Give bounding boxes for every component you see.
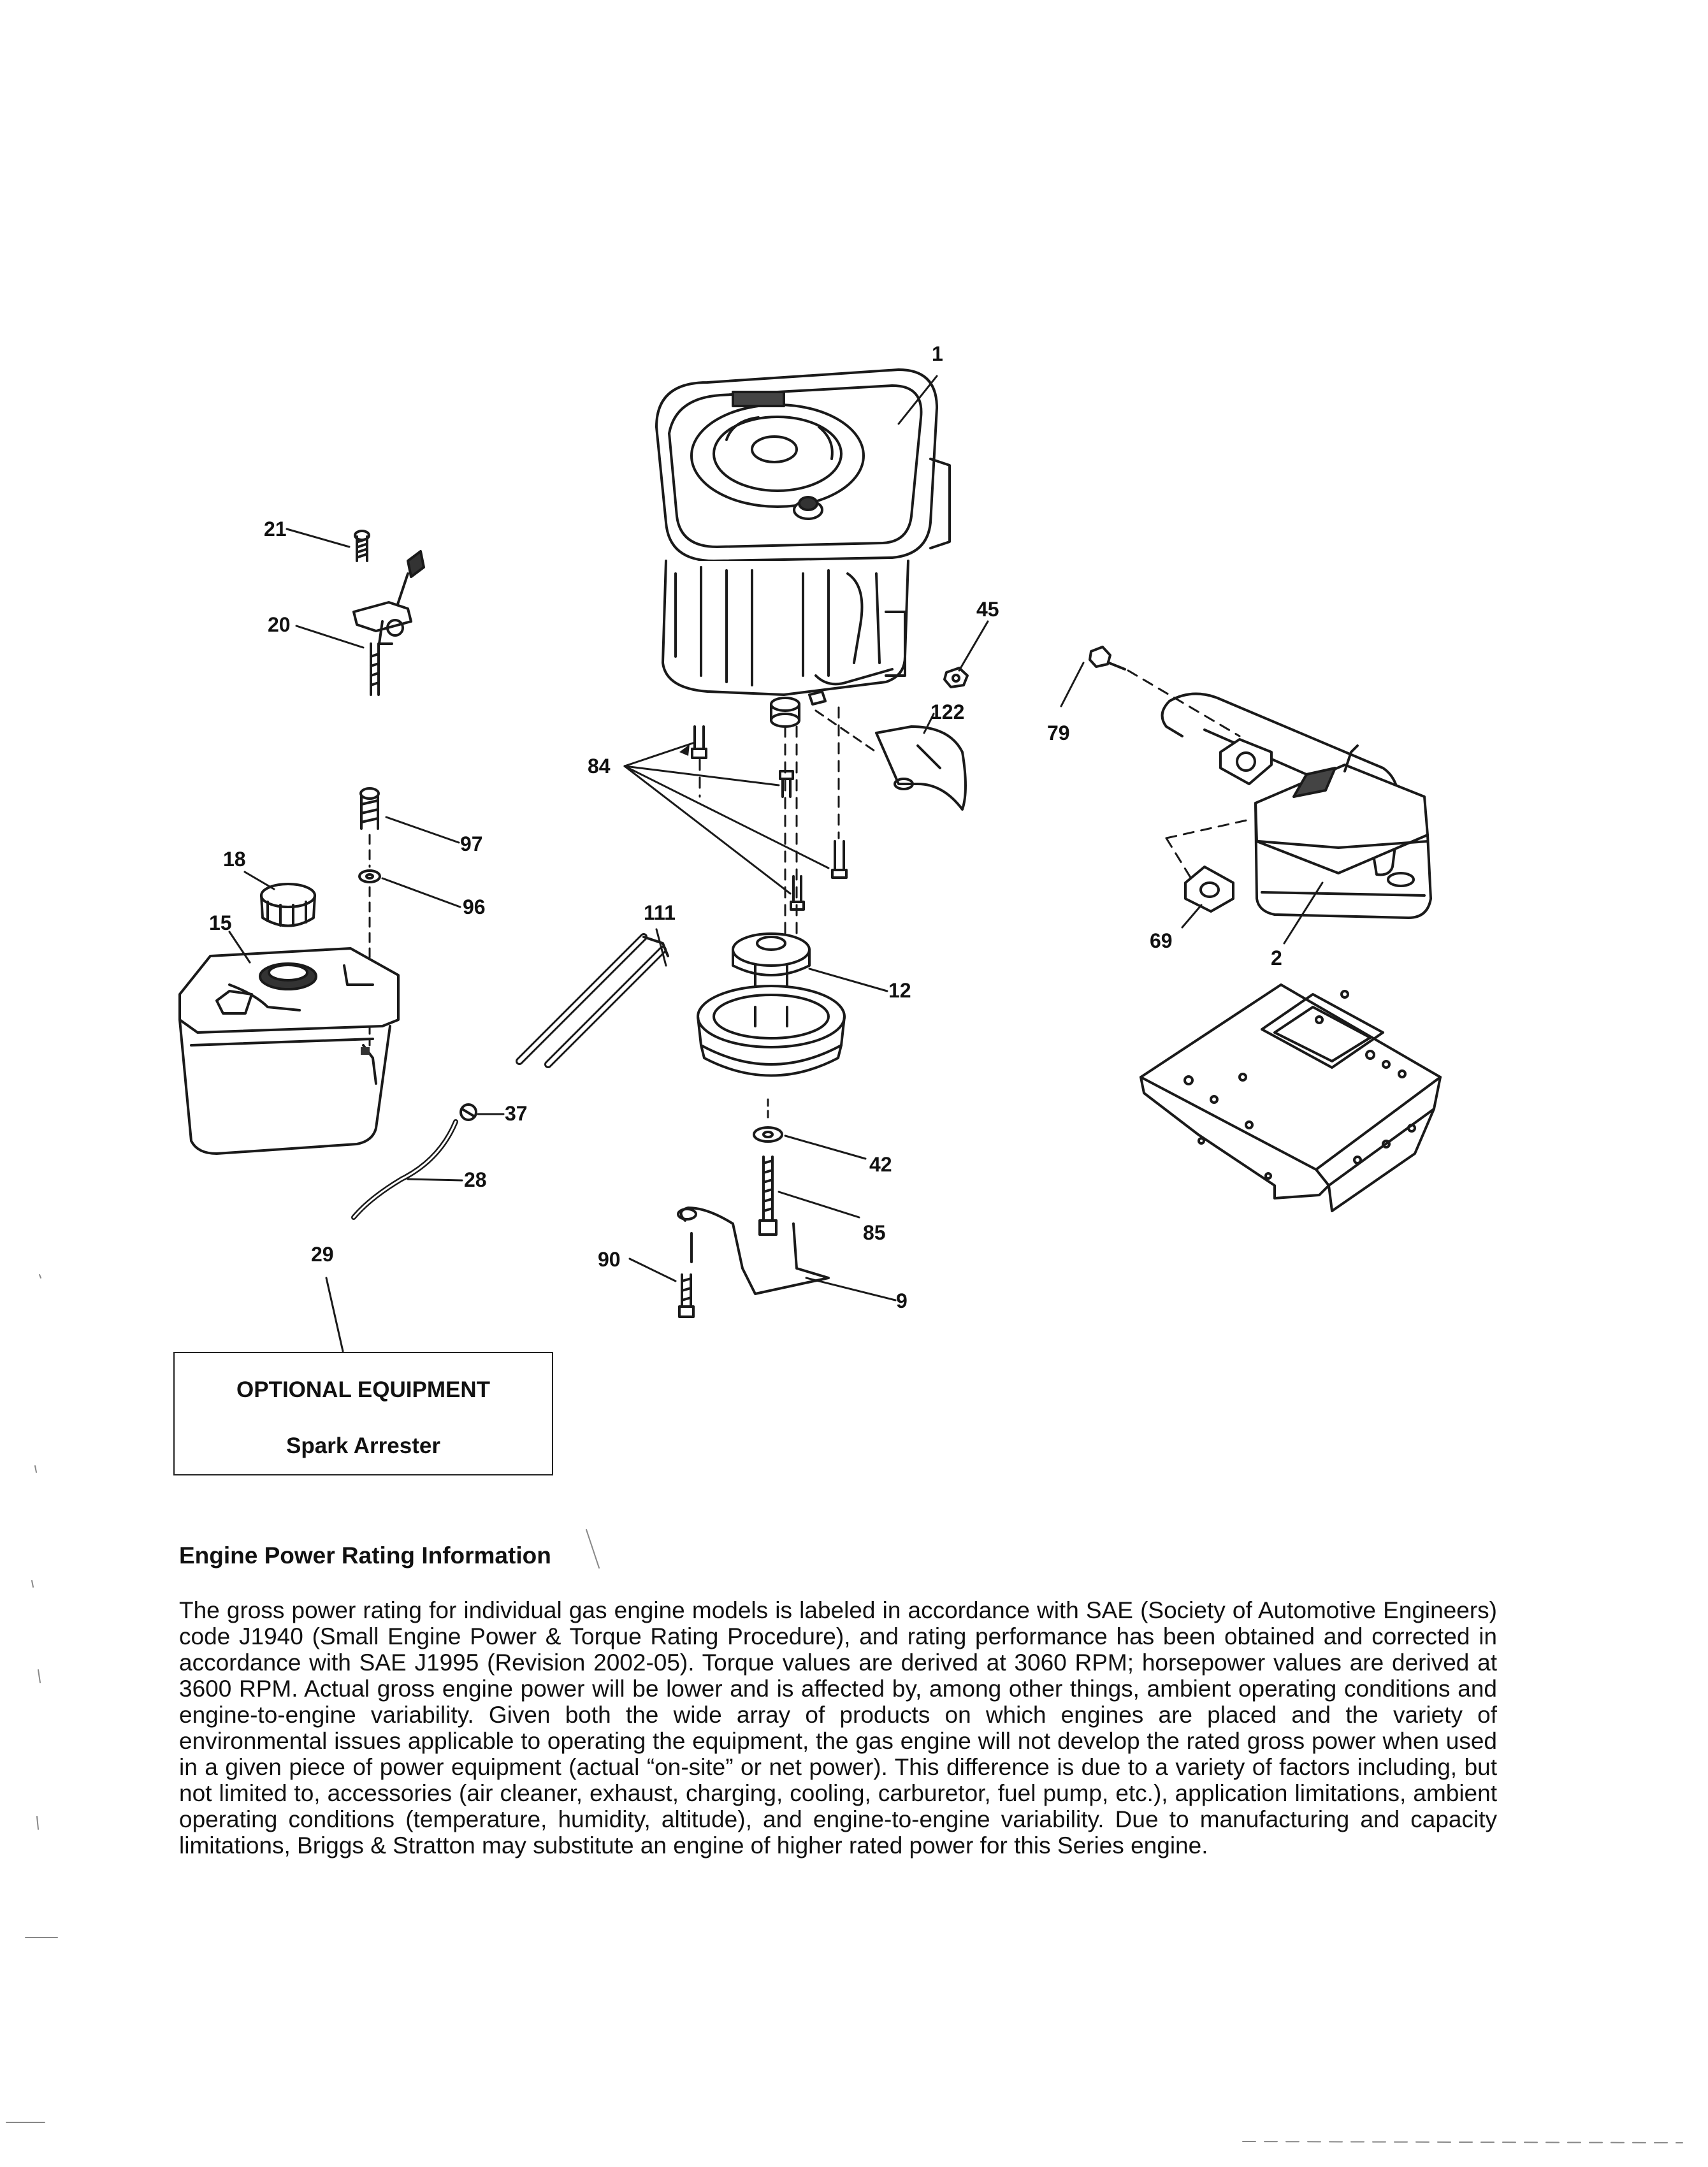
engine-pulley [697, 932, 846, 1077]
part-label-21: 21 [264, 518, 287, 540]
fuel-tank-screw [358, 787, 381, 883]
part-label-28: 28 [464, 1168, 487, 1191]
optional-equipment-box: OPTIONAL EQUIPMENT Spark Arrester [173, 1352, 553, 1475]
part-label-79: 79 [1047, 721, 1070, 744]
part-label-1: 1 [932, 342, 943, 365]
part-label-97: 97 [460, 832, 483, 855]
nut [943, 667, 969, 688]
part-label-20: 20 [268, 613, 291, 636]
engine-bolts [691, 725, 848, 911]
rating-heading: Engine Power Rating Information [179, 1542, 551, 1569]
part-label-9: 9 [896, 1289, 908, 1312]
part-label-85: 85 [863, 1221, 886, 1244]
part-label-15: 15 [209, 911, 232, 934]
part-label-69: 69 [1150, 929, 1173, 952]
fuel-cap [260, 883, 316, 927]
part-label-122: 122 [930, 700, 965, 723]
fuel-line [351, 1103, 477, 1220]
pulley-washer-bolt [753, 1126, 783, 1236]
engine-mount-plate [1140, 983, 1442, 1212]
part-label-84: 84 [588, 755, 611, 778]
part-label-45: 45 [976, 598, 999, 621]
muffler-screw [1089, 646, 1126, 670]
fuel-tank [178, 947, 400, 1155]
part-label-18: 18 [223, 848, 246, 871]
part-label-2: 2 [1271, 946, 1282, 969]
part-label-42: 42 [869, 1153, 892, 1176]
scan-noise [6, 1274, 1683, 2143]
optional-equipment-item: Spark Arrester [286, 1433, 440, 1458]
part-label-90: 90 [598, 1248, 621, 1271]
part-label-96: 96 [463, 895, 486, 918]
part-label-12: 12 [888, 979, 911, 1002]
heat-shield [875, 725, 967, 811]
muffler [1161, 692, 1432, 919]
engine [655, 368, 951, 728]
throttle-control [352, 530, 425, 696]
rating-paragraph: The gross power rating for individual ga… [179, 1597, 1497, 1859]
optional-equipment-title: OPTIONAL EQUIPMENT [236, 1377, 490, 1402]
part-label-37: 37 [505, 1102, 528, 1125]
part-label-111: 111 [644, 901, 676, 924]
belt-guide [516, 933, 669, 1068]
muffler-gasket [1184, 866, 1234, 913]
part-label-29: 29 [311, 1243, 334, 1266]
belt-keeper [677, 1207, 830, 1318]
